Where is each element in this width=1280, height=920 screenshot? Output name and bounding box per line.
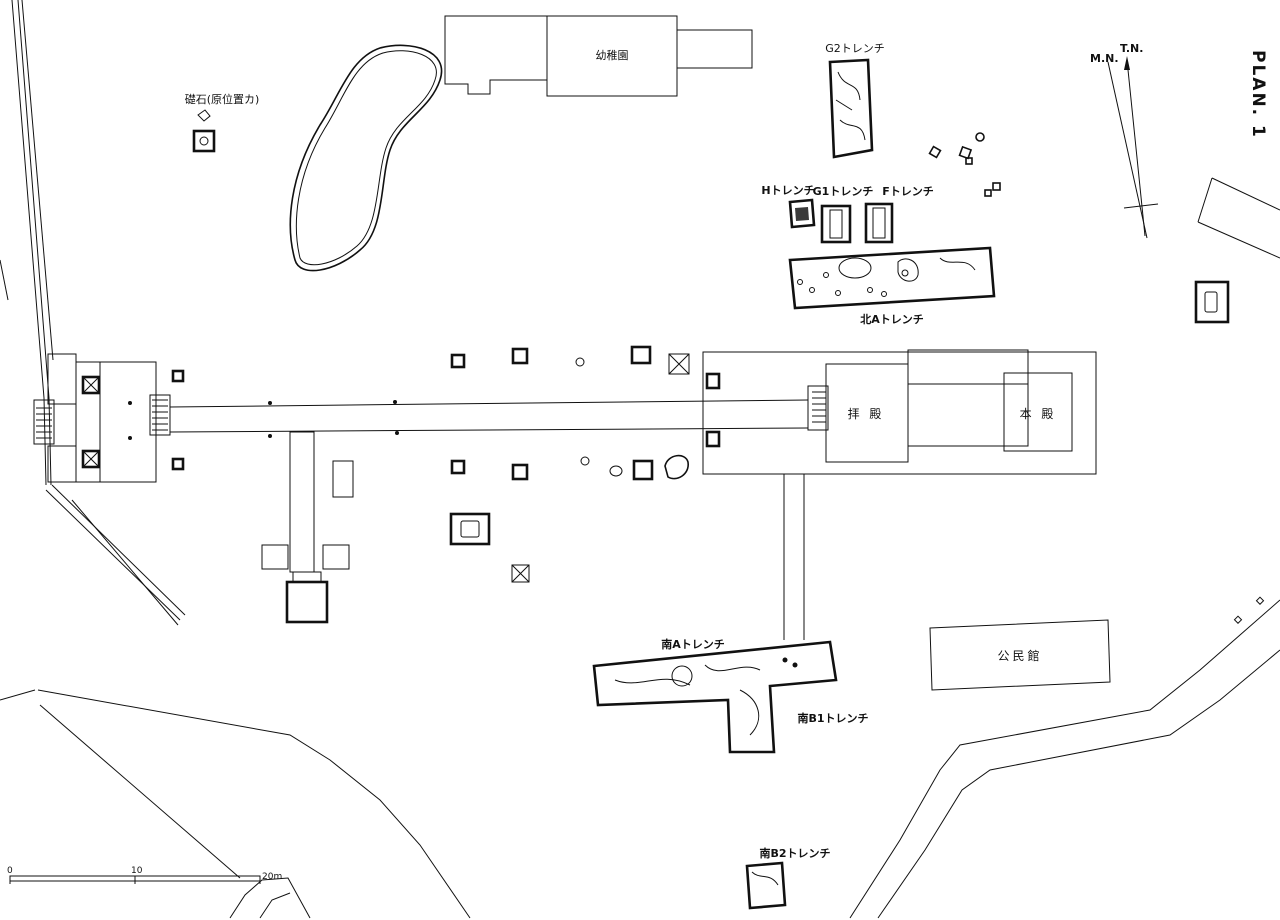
small-trenches-group: Hトレンチ G1トレンチ Fトレンチ	[761, 184, 934, 244]
west-boundary-wall	[0, 0, 54, 486]
scale-tick-0: 0	[7, 866, 13, 876]
south-b2-trench: 南B2トレンチ	[745, 846, 831, 910]
g1-trench-label: G1トレンチ	[813, 185, 874, 198]
south-a-trench-label: 南Aトレンチ	[661, 637, 725, 651]
north-a-trench-label: 北Aトレンチ	[860, 312, 924, 326]
plan-title: PLAN. 1	[1248, 50, 1268, 139]
foundation-stone-label: 礎石(原位置カ)	[185, 92, 260, 106]
true-north-label: T.N.	[1120, 42, 1143, 55]
magnetic-north-label: M.N.	[1090, 52, 1119, 65]
foundation-stone: 礎石(原位置カ)	[185, 92, 260, 153]
g2-trench-label: G2トレンチ	[825, 42, 885, 55]
community-hall-label: 公民館	[997, 648, 1042, 663]
north-arrow: M.N. T.N.	[1090, 42, 1159, 239]
h-trench-label: Hトレンチ	[761, 184, 814, 197]
south-b2-trench-label: 南B2トレンチ	[759, 846, 830, 860]
scale-tick-10: 10	[131, 866, 143, 876]
kindergarten-building: 幼稚園	[444, 15, 753, 97]
scale-tick-20m: 20m	[262, 872, 282, 882]
southeast-road	[849, 596, 1280, 919]
community-hall: 公民館	[929, 619, 1111, 691]
g2-trench: G2トレンチ	[825, 42, 885, 159]
pond-outline	[289, 44, 443, 272]
approach-path	[169, 399, 809, 573]
southwest-slope-lines	[0, 484, 471, 919]
shrine-compound: 拝 殿 本 殿	[702, 349, 1097, 640]
east-stone-pit	[1194, 280, 1230, 324]
south-a-trench: 南Aトレンチ 南B1トレンチ	[592, 637, 869, 754]
scale-bar: 0 10 20m	[7, 866, 282, 884]
east-structure	[1197, 177, 1280, 259]
south-b1-trench-label: 南B1トレンチ	[797, 711, 868, 725]
worship-hall-label: 拝 殿	[848, 407, 885, 421]
kindergarten-label: 幼稚園	[596, 49, 629, 62]
lantern-foundation-stones	[261, 345, 690, 624]
west-gate	[33, 353, 185, 483]
f-trench-label: Fトレンチ	[882, 185, 934, 198]
main-hall-label: 本 殿	[1020, 407, 1057, 421]
north-a-trench: 北Aトレンチ	[788, 246, 996, 326]
g2-area-stones	[928, 132, 1001, 197]
